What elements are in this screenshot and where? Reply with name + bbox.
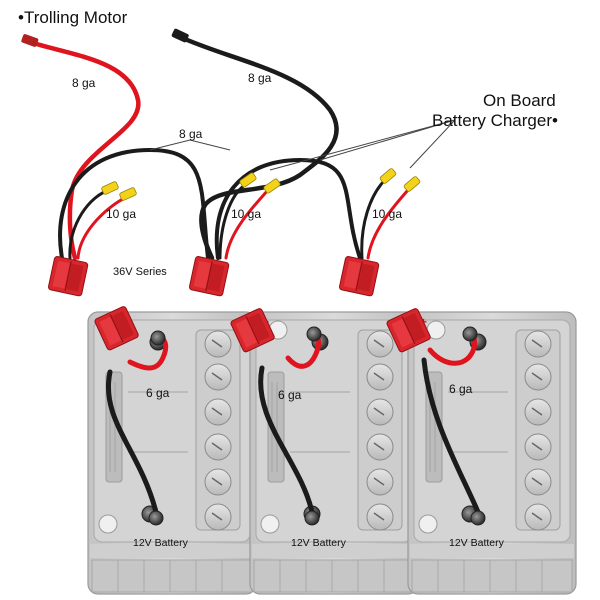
battery-1-label: 12V Battery [133,537,188,549]
gauge-trolling-positive: 8 ga [72,76,96,90]
battery-2 [249,311,419,595]
gauge-battery-1: 6 ga [146,386,170,400]
gauge-jumper: 8 ga [179,127,203,141]
gauge-battery-2: 6 ga [278,388,302,402]
gauge-charger-1: 10 ga [106,207,137,221]
gauge-charger-3: 10 ga [372,207,403,221]
gauge-charger-2: 10 ga [231,207,262,221]
battery-3-label: 12V Battery [449,537,504,549]
series-label: 36V Series [113,266,167,278]
trolling-motor-label: •Trolling Motor [18,8,128,27]
wire-end-terminals [21,28,421,201]
harness-connector-3 [338,255,380,297]
battery-2-label: 12V Battery [291,537,346,549]
charger-label-line2: Battery Charger• [432,111,558,130]
charger-label-line1: On Board [483,91,556,110]
battery-1 [87,311,257,595]
harness-connector-2 [188,255,230,297]
leader-lines [149,119,456,171]
gauge-battery-3: 6 ga [449,382,473,396]
harness-wires [27,33,410,261]
harness-connector-1 [47,255,89,297]
gauge-trolling-negative: 8 ga [248,71,272,85]
